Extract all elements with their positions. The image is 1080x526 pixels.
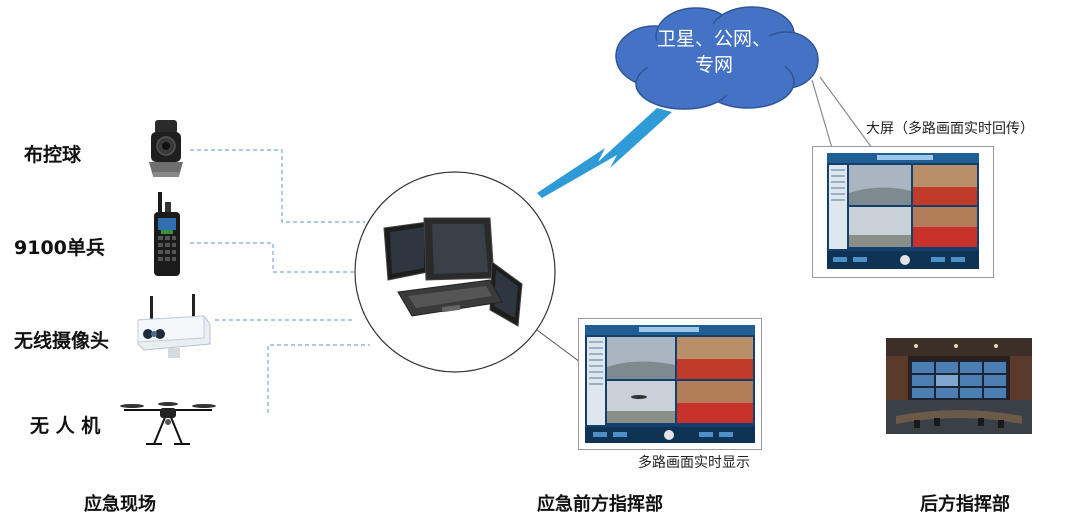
network-cloud: 卫星、公网、 专网 — [606, 4, 822, 114]
big-screen-display — [827, 153, 979, 269]
section-label-front: 应急前方指挥部 — [537, 494, 663, 515]
device-label-radio: 9100单兵 — [14, 237, 105, 259]
device-label-camera: 无线摄像头 — [14, 330, 110, 352]
cloud-label-line2: 专网 — [694, 54, 733, 76]
multi-view-caption: 多路画面实时显示 — [638, 455, 750, 471]
cloud-label-line1: 卫星、公网、 — [656, 28, 771, 50]
section-label-rear: 后方指挥部 — [920, 494, 1010, 515]
device-label-drone: 无 人 机 — [30, 415, 101, 437]
cloud-icon — [615, 6, 819, 110]
front-command-monitor — [578, 318, 762, 450]
device-label-ptz: 布控球 — [24, 144, 82, 166]
connector-monitor — [536, 329, 581, 363]
command-center-photo — [886, 338, 1032, 434]
big-screen-monitor — [812, 146, 994, 278]
big-screen-caption: 大屏（多路画面实时回传） — [866, 121, 1034, 137]
connector-drone — [267, 344, 370, 413]
section-label-site: 应急现场 — [84, 494, 156, 515]
connector-ptz — [190, 149, 365, 223]
ptz-dome-camera-icon — [149, 120, 183, 177]
drone-icon — [120, 402, 216, 445]
connector-radio — [190, 242, 355, 273]
wireless-bullet-camera-icon — [137, 294, 211, 358]
multi-view-display — [585, 325, 755, 443]
portable-command-terminal-icon — [383, 217, 523, 327]
handheld-radio-icon — [154, 192, 180, 276]
wireless-link-icon — [537, 108, 672, 198]
